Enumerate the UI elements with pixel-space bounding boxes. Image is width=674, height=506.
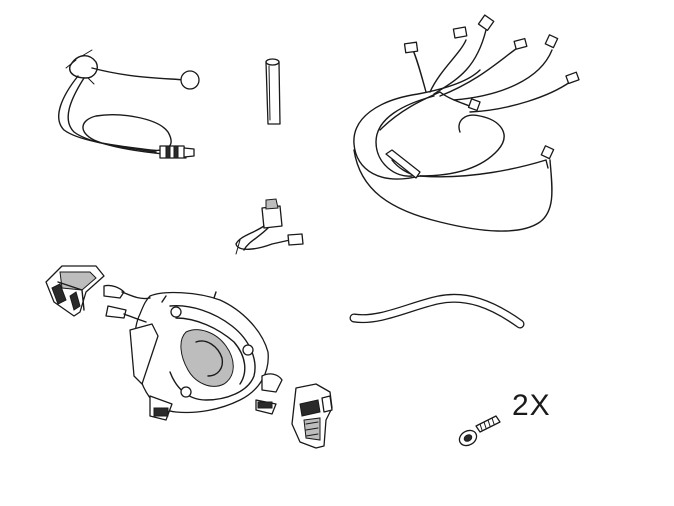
left-cover <box>45 265 105 317</box>
right-cover <box>291 383 333 449</box>
instrument-housing <box>103 284 283 421</box>
sleeve-tube <box>265 58 281 125</box>
flexible-hose <box>349 293 525 329</box>
quantity-label: 2X <box>512 389 551 422</box>
wiring-harness <box>353 14 580 232</box>
pressure-switch <box>235 198 304 255</box>
screw <box>458 415 501 447</box>
probe-sensor-cable <box>58 49 200 159</box>
